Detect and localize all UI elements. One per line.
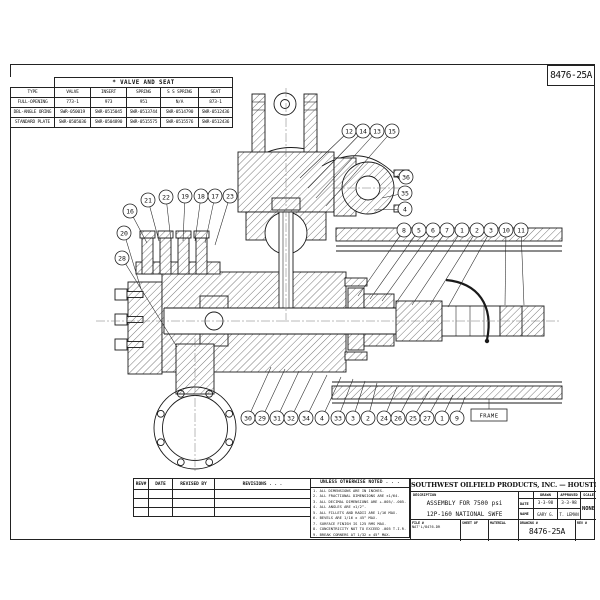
table-cell bbox=[172, 507, 215, 517]
drawn-name: GARY G. bbox=[534, 509, 558, 520]
table-cell: FULL-OPENING bbox=[10, 97, 55, 108]
notes-block: UNLESS OTHERWISE NOTED . . . 1. ALL DIME… bbox=[310, 478, 410, 538]
file-cell: FILE # NAT'L/8476-DR bbox=[411, 520, 461, 541]
note-item: 3. ALL DECIMAL DIMENSIONS ARE +.005/-.00… bbox=[313, 499, 407, 504]
description-line1: ASSEMBLY FOR 7500 psi bbox=[411, 498, 519, 509]
drawn-header: DRAWN bbox=[534, 492, 558, 499]
table-cell: SWR-0504890 bbox=[90, 117, 127, 128]
description-label: DESCRIPTION bbox=[411, 492, 519, 498]
table-cell: S S SPRING bbox=[160, 87, 199, 98]
drawing-number-label: DRAWING # bbox=[520, 521, 538, 525]
table-cell: 773-1 bbox=[54, 97, 91, 108]
notes-list: 1. ALL DIMENSIONS ARE IN INCHES.2. ALL F… bbox=[313, 489, 409, 538]
table-cell: TYPE bbox=[10, 87, 55, 98]
table-cell bbox=[133, 498, 149, 508]
drawing-number-box: 8476-25A bbox=[547, 65, 595, 86]
table-cell: 973 bbox=[90, 97, 127, 108]
table-cell: SPRING bbox=[126, 87, 161, 98]
table-cell bbox=[148, 489, 173, 499]
date-label: DATE bbox=[519, 499, 534, 509]
table-cell: REV# bbox=[133, 478, 149, 490]
note-item: 1. ALL DIMENSIONS ARE IN INCHES. bbox=[313, 489, 385, 493]
table-cell bbox=[172, 498, 215, 508]
table-cell bbox=[172, 489, 215, 499]
table-cell: N/A bbox=[160, 97, 199, 108]
rev-label: REV # bbox=[577, 521, 587, 525]
note-item: 2. ALL FRACTIONAL DIMENSIONS ARE ±1/64. bbox=[313, 494, 400, 499]
table-cell bbox=[214, 507, 311, 517]
table-cell: SWR-0512436 bbox=[198, 117, 233, 128]
drawing-number: 8476-25A bbox=[528, 527, 566, 536]
table-cell: SEAT bbox=[198, 87, 233, 98]
table-cell: 951 bbox=[126, 97, 161, 108]
sheet-border bbox=[10, 64, 595, 540]
table-cell: VALVE bbox=[54, 87, 91, 98]
note-item: 5. ALL FILLETS AND RADII ARE 1/16 MAX. bbox=[313, 510, 398, 515]
description-line2: 12P-160 NATIONAL SWFE bbox=[411, 509, 519, 520]
sheet-label: SHEET OF bbox=[462, 521, 478, 525]
name-label: NAME bbox=[519, 509, 534, 520]
note-item: 4. ALL ANGLES ARE ±1/2°. bbox=[313, 505, 367, 510]
company-name: SOUTHWEST OILFIELD PRODUCTS, INC. — HOUS… bbox=[411, 479, 596, 492]
title-block: SOUTHWEST OILFIELD PRODUCTS, INC. — HOUS… bbox=[410, 478, 596, 541]
scale-value: NONE bbox=[581, 499, 596, 520]
table-cell: SWR-0505036 bbox=[54, 117, 91, 128]
table-cell: SWR-050019 bbox=[54, 107, 91, 118]
file-label: FILE # bbox=[412, 521, 424, 525]
notes-title: UNLESS OTHERWISE NOTED . . . bbox=[311, 479, 409, 488]
drawn-date: 3-3-98 bbox=[534, 499, 558, 509]
scale-header: SCALE bbox=[581, 492, 596, 499]
table-cell: DBL-ANGLE ORING bbox=[10, 107, 55, 118]
material-label: MATERIAL bbox=[490, 521, 506, 525]
table-cell: SWR-0512436 bbox=[198, 107, 233, 118]
table-cell: SWR-0515576 bbox=[160, 117, 199, 128]
note-item: 7. SURFACE FINISH IS 125 RMS MAX. bbox=[313, 521, 387, 526]
header-blank-cell bbox=[519, 492, 534, 499]
table-cell bbox=[148, 498, 173, 508]
table-cell bbox=[214, 489, 311, 499]
table-cell: SWR-0514790 bbox=[160, 107, 199, 118]
note-item: 9. BREAK CORNERS AT 1/32 x 45° MAX. bbox=[313, 532, 391, 537]
material-cell: MATERIAL bbox=[489, 520, 519, 541]
approved-date: 3-3-98 bbox=[558, 499, 581, 509]
approved-name: T. LEMAN bbox=[558, 509, 581, 520]
rev-cell: REV # bbox=[576, 520, 596, 541]
note-item: 8. CONCENTRICITY NOT TO EXCEED .005 T.I.… bbox=[313, 527, 407, 532]
table-cell: INSERT bbox=[90, 87, 127, 98]
table-cell: DATE bbox=[148, 478, 173, 490]
table-cell bbox=[10, 77, 55, 88]
table-cell bbox=[214, 498, 311, 508]
approved-header: APPROVED bbox=[558, 492, 581, 499]
table-cell bbox=[133, 489, 149, 499]
table-cell: SWR-0515575 bbox=[126, 117, 161, 128]
table-cell bbox=[148, 507, 173, 517]
note-item: 6. BEVELS ARE 1/16 x 45° MAX. bbox=[313, 516, 378, 521]
sheet-cell: SHEET OF bbox=[461, 520, 489, 541]
table-cell: REVISED BY bbox=[172, 478, 215, 490]
file-value: NAT'L/8476-DR bbox=[412, 525, 441, 529]
table-cell: SWR-0515045 bbox=[90, 107, 127, 118]
table-cell bbox=[133, 507, 149, 517]
drawing-number-cell: DRAWING # 8476-25A bbox=[519, 520, 576, 541]
table-cell: SWR-0513744 bbox=[126, 107, 161, 118]
table-cell: 873-1 bbox=[198, 97, 233, 108]
table-cell: STANDARD PLATE bbox=[10, 117, 55, 128]
table-cell: REVISIONS . . . bbox=[214, 478, 311, 490]
table-cell: * VALVE AND SEAT bbox=[54, 77, 233, 88]
